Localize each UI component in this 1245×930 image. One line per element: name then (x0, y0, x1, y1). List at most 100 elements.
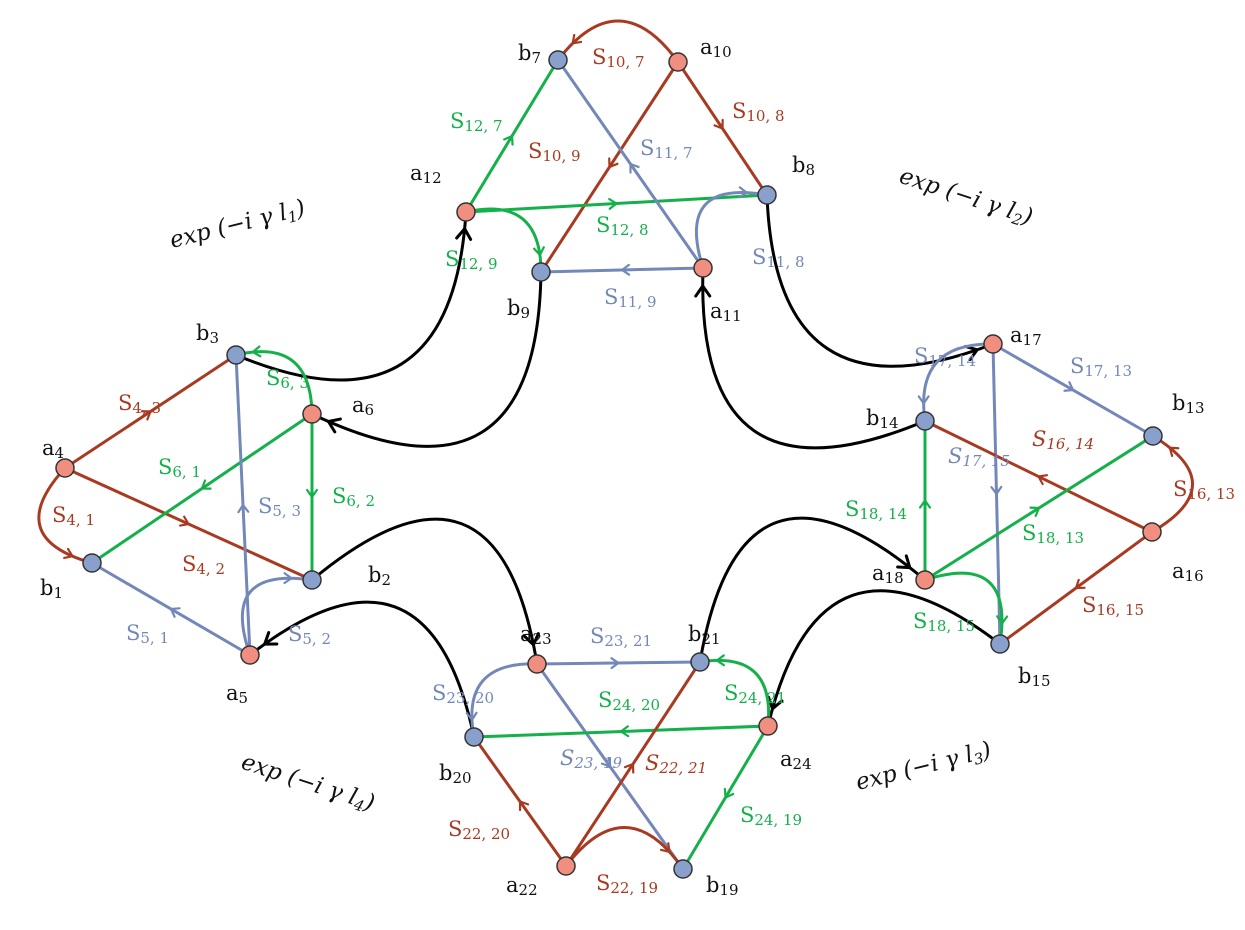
node-label: a24 (780, 747, 812, 773)
edge-label: S22, 21 (645, 751, 707, 777)
node-b (226, 345, 246, 365)
node-b (548, 50, 568, 70)
edge-label: S10, 8 (732, 99, 785, 125)
node-label: b21 (688, 622, 721, 648)
scattering-edge-arrowhead (990, 485, 1003, 496)
phase-factor-label: exp (−i γ l1) (167, 195, 308, 256)
scattering-edge-arrowhead (1029, 506, 1041, 517)
scattering-edge-arrowhead (283, 572, 293, 585)
edge-label: S17, 14 (914, 344, 976, 370)
coupling-edge (765, 194, 994, 368)
scattering-edge-arrowhead (503, 134, 514, 146)
scattering-edge (922, 342, 994, 422)
node-label: b14 (866, 406, 899, 432)
edge-label: S24, 20 (598, 688, 660, 714)
edge-label: S16, 14 (1032, 427, 1094, 453)
node-a (527, 654, 547, 674)
node-label: a22 (506, 873, 538, 899)
scattering-edge-arrowhead (996, 615, 1009, 625)
phase-factor-label: exp (−i γ l2) (896, 163, 1036, 232)
node-label: a10 (700, 35, 732, 61)
scattering-edge-arrowhead (1074, 578, 1086, 590)
coupling-edge-arrowhead (455, 227, 473, 241)
edge-label: S11, 9 (604, 285, 657, 311)
edge-label: S12, 8 (596, 213, 649, 239)
coupling-edge (235, 211, 468, 382)
edge-label: S22, 20 (448, 817, 510, 843)
scattering-edge (564, 826, 685, 870)
scattering-edge-arrowhead (200, 479, 212, 490)
node-a (693, 258, 713, 278)
scattering-edge-arrowhead (620, 263, 631, 276)
node-b (82, 553, 102, 573)
scattering-edge-arrowhead (919, 499, 931, 509)
node-b (302, 570, 322, 590)
node-label: b2 (368, 563, 391, 589)
scattering-edge-arrowhead (1168, 446, 1180, 458)
node-a (668, 52, 688, 72)
node-label: a12 (410, 161, 442, 187)
scattering-edge-arrowhead (571, 33, 583, 45)
node-label: b3 (196, 321, 219, 347)
edge-label: S22, 19 (596, 871, 658, 897)
coupling-edge (698, 516, 926, 663)
labels: S4, 3S4, 1S4, 2S6, 3S6, 1S6, 2S5, 3S5, 1… (40, 35, 1235, 899)
node-a (556, 856, 576, 876)
coupling-edge (249, 600, 476, 738)
edge-label: S23, 20 (432, 681, 494, 707)
node-a (302, 404, 322, 424)
edge-label: S17, 15 (948, 444, 1010, 470)
coupling-edge (311, 271, 543, 448)
nodes (55, 50, 1163, 879)
scattering-edge-arrowhead (608, 157, 619, 169)
scattering-edge-arrowhead (713, 118, 724, 130)
node-label: b1 (40, 576, 63, 602)
edge-label: S12, 9 (445, 247, 498, 273)
edge-label: S10, 7 (592, 45, 645, 71)
node-b (1143, 426, 1163, 446)
edge-label: S23, 21 (590, 624, 652, 650)
scattering-edge (465, 207, 543, 273)
scattering-edge-arrowhead (715, 654, 726, 667)
node-label: a17 (1010, 323, 1042, 349)
node-a (758, 716, 778, 736)
scattering-edge-arrowhead (237, 503, 250, 514)
node-label: b19 (706, 873, 739, 899)
scattering-edge-arrowhead (533, 246, 545, 257)
scattering-edge-arrowhead (629, 162, 640, 174)
node-label: a6 (352, 393, 374, 419)
node-label: b13 (1172, 391, 1205, 417)
node-a (983, 334, 1003, 354)
edge-label: S6, 1 (158, 455, 201, 481)
node-a (240, 645, 260, 665)
scattering-edge-arrowhead (251, 345, 262, 358)
node-b (464, 727, 484, 747)
node-b (531, 262, 551, 282)
node-a (456, 202, 476, 222)
node-label: b15 (1018, 664, 1051, 690)
scattering-edge-arrowhead (723, 787, 735, 799)
node-a (915, 570, 935, 590)
coupling-edge-arrowhead (326, 417, 342, 434)
scattering-edge-arrowhead (608, 197, 618, 210)
scattering-edge-arrowhead (917, 395, 930, 405)
node-b (673, 859, 693, 879)
scattering-edge-arrowhead (600, 756, 612, 768)
edge-label: S4, 2 (182, 552, 225, 578)
node-label: a16 (1172, 559, 1204, 585)
coupling-edge-arrowhead (766, 695, 784, 711)
node-b (690, 652, 710, 672)
scattering-edge-arrowhead (623, 762, 635, 774)
edge-label: S4, 1 (52, 503, 95, 529)
edge-label: S18, 15 (913, 609, 975, 635)
edge-label: S5, 3 (258, 494, 301, 520)
node-b (990, 634, 1010, 654)
colored-edges (37, 19, 1194, 870)
coupling-edge-arrowhead (263, 631, 279, 646)
node-a (55, 458, 75, 478)
phase-factor-label: exp (−i γ l4) (238, 749, 378, 818)
coupling-edge (311, 517, 539, 665)
coupling-edge-arrowhead (896, 554, 912, 570)
coupling-edge-arrowhead (694, 284, 712, 298)
